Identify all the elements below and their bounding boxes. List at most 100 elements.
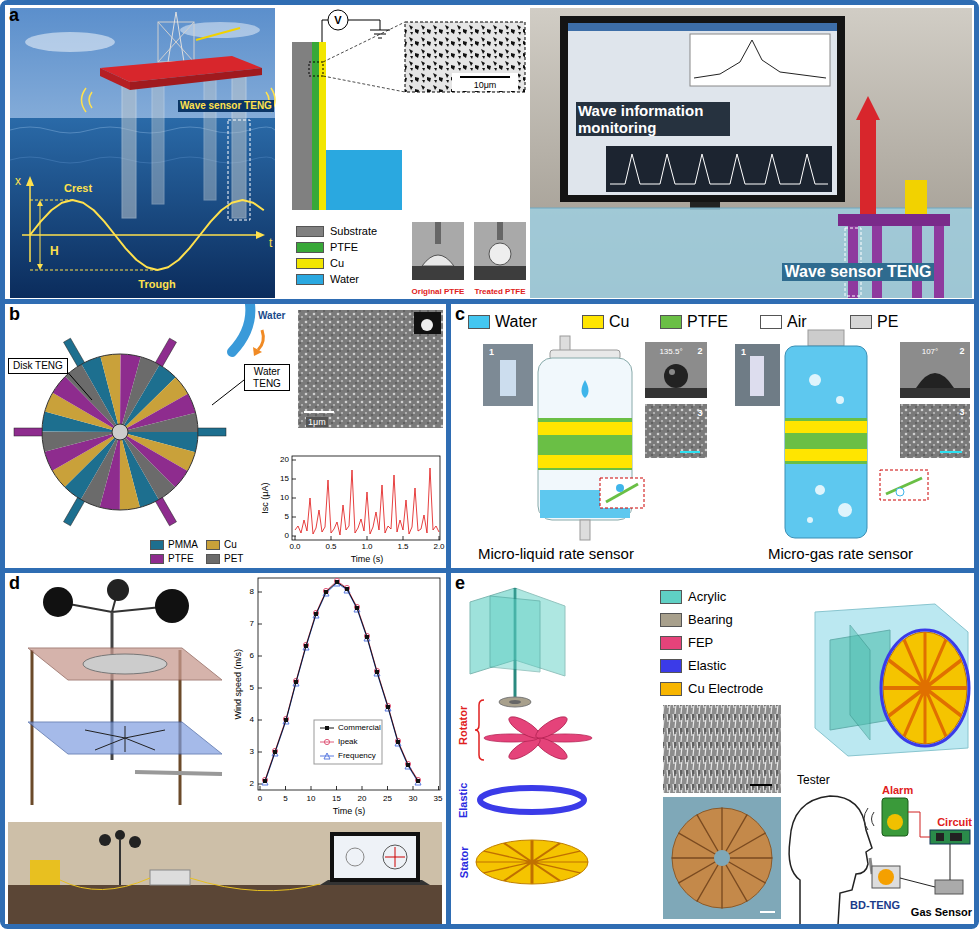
- legend-text: Air: [787, 313, 807, 331]
- label: t: [269, 237, 272, 251]
- gas-tube: [900, 388, 970, 398]
- legend-swatch: [296, 258, 324, 269]
- rotor-exploded: [470, 588, 592, 884]
- label: 2: [250, 779, 254, 788]
- gas-tube: [735, 330, 970, 538]
- label: V: [334, 14, 341, 27]
- label: 10: [280, 493, 289, 502]
- monitoring-photo: [860, 120, 876, 215]
- lab-photo: [60, 878, 320, 891]
- legend-text: Cu Electrode: [688, 682, 763, 697]
- legend-swatch: [760, 315, 782, 329]
- breath-test-scene: [872, 866, 900, 888]
- gas-tube: [735, 344, 780, 406]
- contact-angle-photo: [435, 222, 441, 244]
- ocean-scene: [40, 205, 41, 265]
- label: 15: [280, 474, 289, 483]
- gas-tube: [785, 346, 867, 538]
- label: Wave sensor TENG: [782, 263, 933, 281]
- gas-tube: [808, 330, 844, 346]
- sem-image: [460, 76, 510, 78]
- label: 35: [434, 794, 443, 803]
- label: 0.0: [289, 542, 300, 551]
- ocean-scene: [25, 32, 115, 52]
- ocean-scene: [232, 76, 246, 218]
- sem-image: [421, 319, 433, 331]
- label: 6: [250, 651, 254, 660]
- legend-text: Water: [495, 313, 537, 331]
- legend-swatch: [468, 315, 490, 329]
- legend-text: PMMA: [168, 539, 198, 551]
- rotor-exploded: [509, 700, 521, 704]
- label: 0: [285, 531, 289, 540]
- label: 25: [383, 794, 392, 803]
- label: 8: [250, 587, 254, 596]
- rotor-exploded: [490, 596, 540, 672]
- panel-letter: d: [9, 573, 20, 594]
- label: 107°: [922, 347, 939, 356]
- drip-chamber: [500, 360, 516, 396]
- sem-image: [304, 411, 334, 413]
- gas-tube: [785, 418, 867, 464]
- anemometer: [155, 589, 189, 623]
- legend-text: PET: [224, 553, 243, 565]
- legend-swatch: [660, 613, 682, 627]
- panel-frame: a: [2, 2, 977, 302]
- wind-chart: [265, 581, 418, 780]
- label: 135.5°: [659, 347, 682, 356]
- label: H: [50, 245, 59, 259]
- ocean-scene: [26, 176, 34, 186]
- circuit-schematic: [323, 22, 405, 92]
- gas-tube: [785, 449, 867, 461]
- monitoring-photo: [905, 180, 927, 214]
- label: 30: [409, 794, 418, 803]
- disk-photo: [714, 850, 730, 866]
- gas-tube: [785, 421, 867, 433]
- monitoring-photo: [838, 214, 950, 226]
- current-chart: [295, 468, 439, 535]
- lab-photo: [30, 860, 60, 885]
- label: 4: [250, 715, 254, 724]
- current-chart: [292, 456, 440, 540]
- lab-photo: [8, 822, 442, 925]
- box-text: Disk TENG: [13, 360, 63, 372]
- gas-tube: [836, 396, 844, 404]
- label: Time (s): [333, 806, 366, 816]
- disk-photo: [760, 911, 775, 913]
- ocean-scene: [152, 74, 164, 204]
- drip-chamber: [664, 364, 688, 388]
- ocean-scene: [10, 8, 275, 298]
- disk-photo: [663, 797, 781, 919]
- gas-tube: [838, 503, 852, 517]
- drip-chamber: [600, 478, 644, 508]
- breath-test-scene: [936, 833, 944, 841]
- anemometer: [28, 648, 222, 680]
- label: 2.0: [433, 542, 444, 551]
- anemometer: [43, 587, 73, 617]
- breath-test-scene: [950, 844, 951, 880]
- legend-text: Commercial: [338, 723, 381, 732]
- lab-photo: [385, 847, 405, 867]
- label: 5: [285, 512, 289, 521]
- disk-wheel: [42, 354, 198, 510]
- circuit-schematic: [319, 42, 326, 210]
- sem-image: [298, 310, 443, 428]
- disk-photo: [672, 808, 772, 908]
- box-text: Water TENG: [249, 366, 285, 389]
- ocean-scene: [204, 70, 216, 200]
- monitoring-photo: [934, 226, 944, 298]
- legend-swatch: [206, 540, 220, 550]
- anemometer: [28, 722, 222, 754]
- gas-tube: [900, 342, 970, 398]
- ocean-scene: [256, 231, 265, 239]
- legend-swatch: [150, 554, 164, 564]
- device-3d: [881, 630, 969, 746]
- ocean-scene: [158, 22, 194, 62]
- lab-photo: [150, 870, 190, 885]
- contact-angle-photo: [412, 222, 464, 280]
- label: 5: [283, 794, 287, 803]
- legend-text: Substrate: [330, 225, 377, 238]
